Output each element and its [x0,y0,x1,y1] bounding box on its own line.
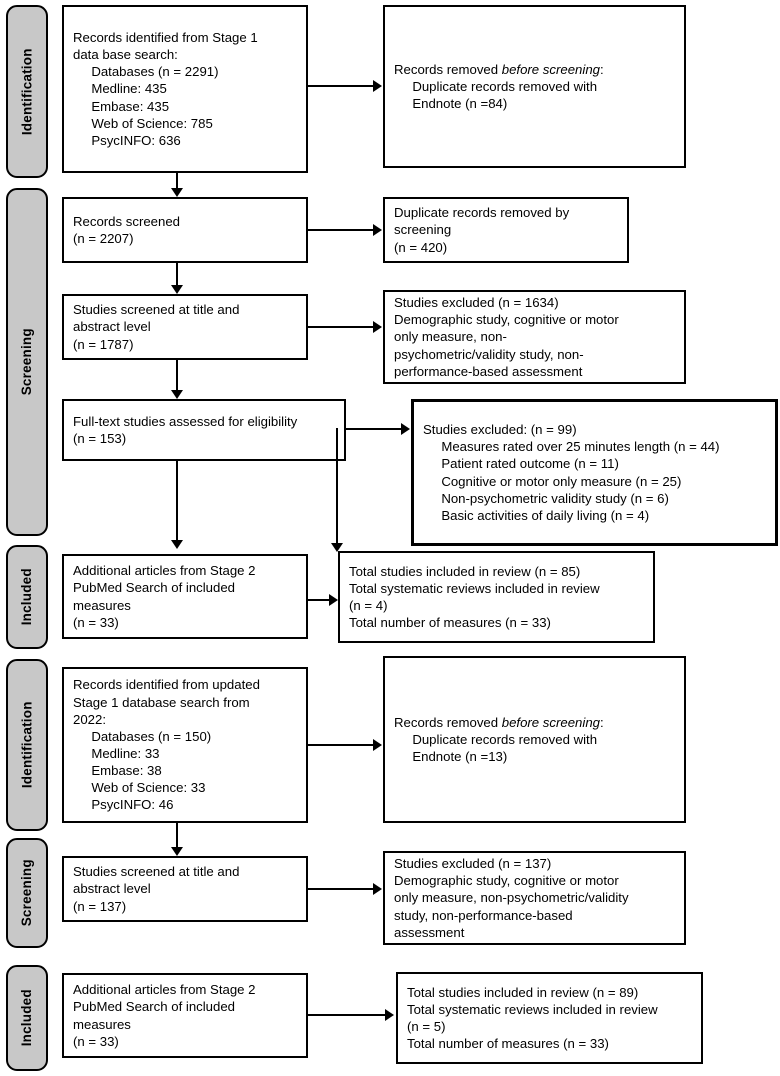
arrowhead-additional1-to-total1 [329,594,338,606]
phase-label-text: Screening [19,328,35,396]
removed-rest: Duplicate records removed with Endnote (… [412,78,598,112]
records-identified-stage1-text: Records identified from Stage 1 data bas… [73,29,258,148]
connector-fulltext-to-total1 [336,428,338,546]
records-screened-box: Records screened (n = 2207) [62,197,308,263]
arrowhead-fulltext-to-excluded99 [401,423,410,435]
removed2-rest: Duplicate records removed with Endnote (… [412,731,598,765]
studies-excluded-99-text: Studies excluded: (n = 99) Measures rate… [423,422,720,523]
phase-label-text: Included [19,568,35,626]
phase-label-screening-1: Screening [6,188,48,536]
studies-excluded-1634-text: Studies excluded (n = 1634) Demographic … [394,295,619,379]
records-identified-updated-box: Records identified from updated Stage 1 … [62,667,308,823]
records-identified-stage1-box: Records identified from Stage 1 data bas… [62,5,308,173]
removed-lead: Records removed [394,61,502,77]
total-included-in-review-1-text: Total studies included in review (n = 85… [349,563,600,631]
connector-title-abstract1-to-fulltext [176,360,178,393]
connector-identified1-to-screened [176,173,178,191]
studies-excluded-1634-box: Studies excluded (n = 1634) Demographic … [383,290,686,384]
arrowhead-title-abstract1-to-fulltext [171,390,183,399]
connector-fulltext-to-excluded99 [346,428,403,430]
studies-screened-title-abstract-2-box: Studies screened at title and abstract l… [62,856,308,922]
connector-fulltext-to-additional1 [176,461,178,543]
arrowhead-screened-to-title-abstract [171,285,183,294]
records-removed-before-screening-1-text: Records removed before screening: Duplic… [394,61,604,112]
arrowhead-screened-to-duplicates [373,224,382,236]
studies-excluded-137-text: Studies excluded (n = 137) Demographic s… [394,856,629,940]
connector-screened-to-duplicates [308,229,374,231]
arrowhead-additional2-to-total2 [385,1009,394,1021]
removed2-lead-tail: : [600,714,604,730]
additional-articles-stage2-pubmed-2-box: Additional articles from Stage 2 PubMed … [62,973,308,1058]
connector-title-abstract2-to-excluded137 [308,888,374,890]
records-removed-before-screening-2-text: Records removed before screening: Duplic… [394,714,604,765]
additional-articles-stage2-pubmed-1-box: Additional articles from Stage 2 PubMed … [62,554,308,639]
additional-articles-stage2-pubmed-1-text: Additional articles from Stage 2 PubMed … [73,563,256,630]
duplicate-records-removed-by-screening-box: Duplicate records removed by screening (… [383,197,629,263]
phase-label-included-1: Included [6,545,48,649]
connector-identified2-to-removed2 [308,744,374,746]
phase-label-text: Included [19,989,35,1047]
phase-label-text: Screening [19,859,35,927]
duplicate-records-removed-by-screening-text: Duplicate records removed by screening (… [394,205,570,255]
full-text-studies-assessed-box: Full-text studies assessed for eligibili… [62,399,346,461]
connector-identified2-to-title-abstract2 [176,823,178,849]
phase-label-identification-1: Identification [6,5,48,178]
phase-label-identification-2: Identification [6,659,48,831]
total-included-in-review-2-text: Total studies included in review (n = 89… [407,984,658,1052]
removed2-lead: Records removed [394,714,502,730]
arrowhead-fulltext-to-total1 [331,543,343,552]
arrowhead-title-abstract2-to-excluded137 [373,883,382,895]
records-screened-text: Records screened (n = 2207) [73,213,181,246]
connector-additional1-to-total1 [308,599,330,601]
phase-label-text: Identification [19,48,35,135]
phase-label-text: Identification [19,701,35,789]
studies-screened-title-abstract-2-text: Studies screened at title and abstract l… [73,864,240,914]
studies-excluded-99-box: Studies excluded: (n = 99) Measures rate… [411,399,778,546]
connector-identified1-to-removed1 [308,85,374,87]
phase-label-included-2: Included [6,965,48,1071]
records-removed-before-screening-1-box: Records removed before screening: Duplic… [383,5,686,168]
records-removed-before-screening-2-box: Records removed before screening: Duplic… [383,656,686,823]
removed2-lead-italic: before screening [501,714,600,730]
removed-lead-tail: : [600,61,604,77]
arrowhead-fulltext-to-additional1 [171,540,183,549]
connector-additional2-to-total2 [308,1014,386,1016]
connector-title-abstract1-to-excluded1634 [308,326,374,328]
phase-label-screening-2: Screening [6,838,48,948]
studies-screened-title-abstract-1-text: Studies screened at title and abstract l… [73,302,240,352]
arrowhead-identified2-to-removed2 [373,739,382,751]
arrowhead-identified2-to-title-abstract2 [171,847,183,856]
connector-screened-to-title-abstract [176,263,178,288]
arrowhead-title-abstract1-to-excluded1634 [373,321,382,333]
additional-articles-stage2-pubmed-2-text: Additional articles from Stage 2 PubMed … [73,982,256,1049]
total-included-in-review-2-box: Total studies included in review (n = 89… [396,972,703,1064]
arrowhead-identified1-to-screened [171,188,183,197]
studies-excluded-137-box: Studies excluded (n = 137) Demographic s… [383,851,686,945]
full-text-studies-assessed-text: Full-text studies assessed for eligibili… [73,413,298,446]
records-identified-updated-text: Records identified from updated Stage 1 … [73,677,260,813]
studies-screened-title-abstract-1-box: Studies screened at title and abstract l… [62,294,308,360]
arrowhead-identified1-to-removed1 [373,80,382,92]
total-included-in-review-1-box: Total studies included in review (n = 85… [338,551,655,643]
removed-lead-italic: before screening [501,61,600,77]
